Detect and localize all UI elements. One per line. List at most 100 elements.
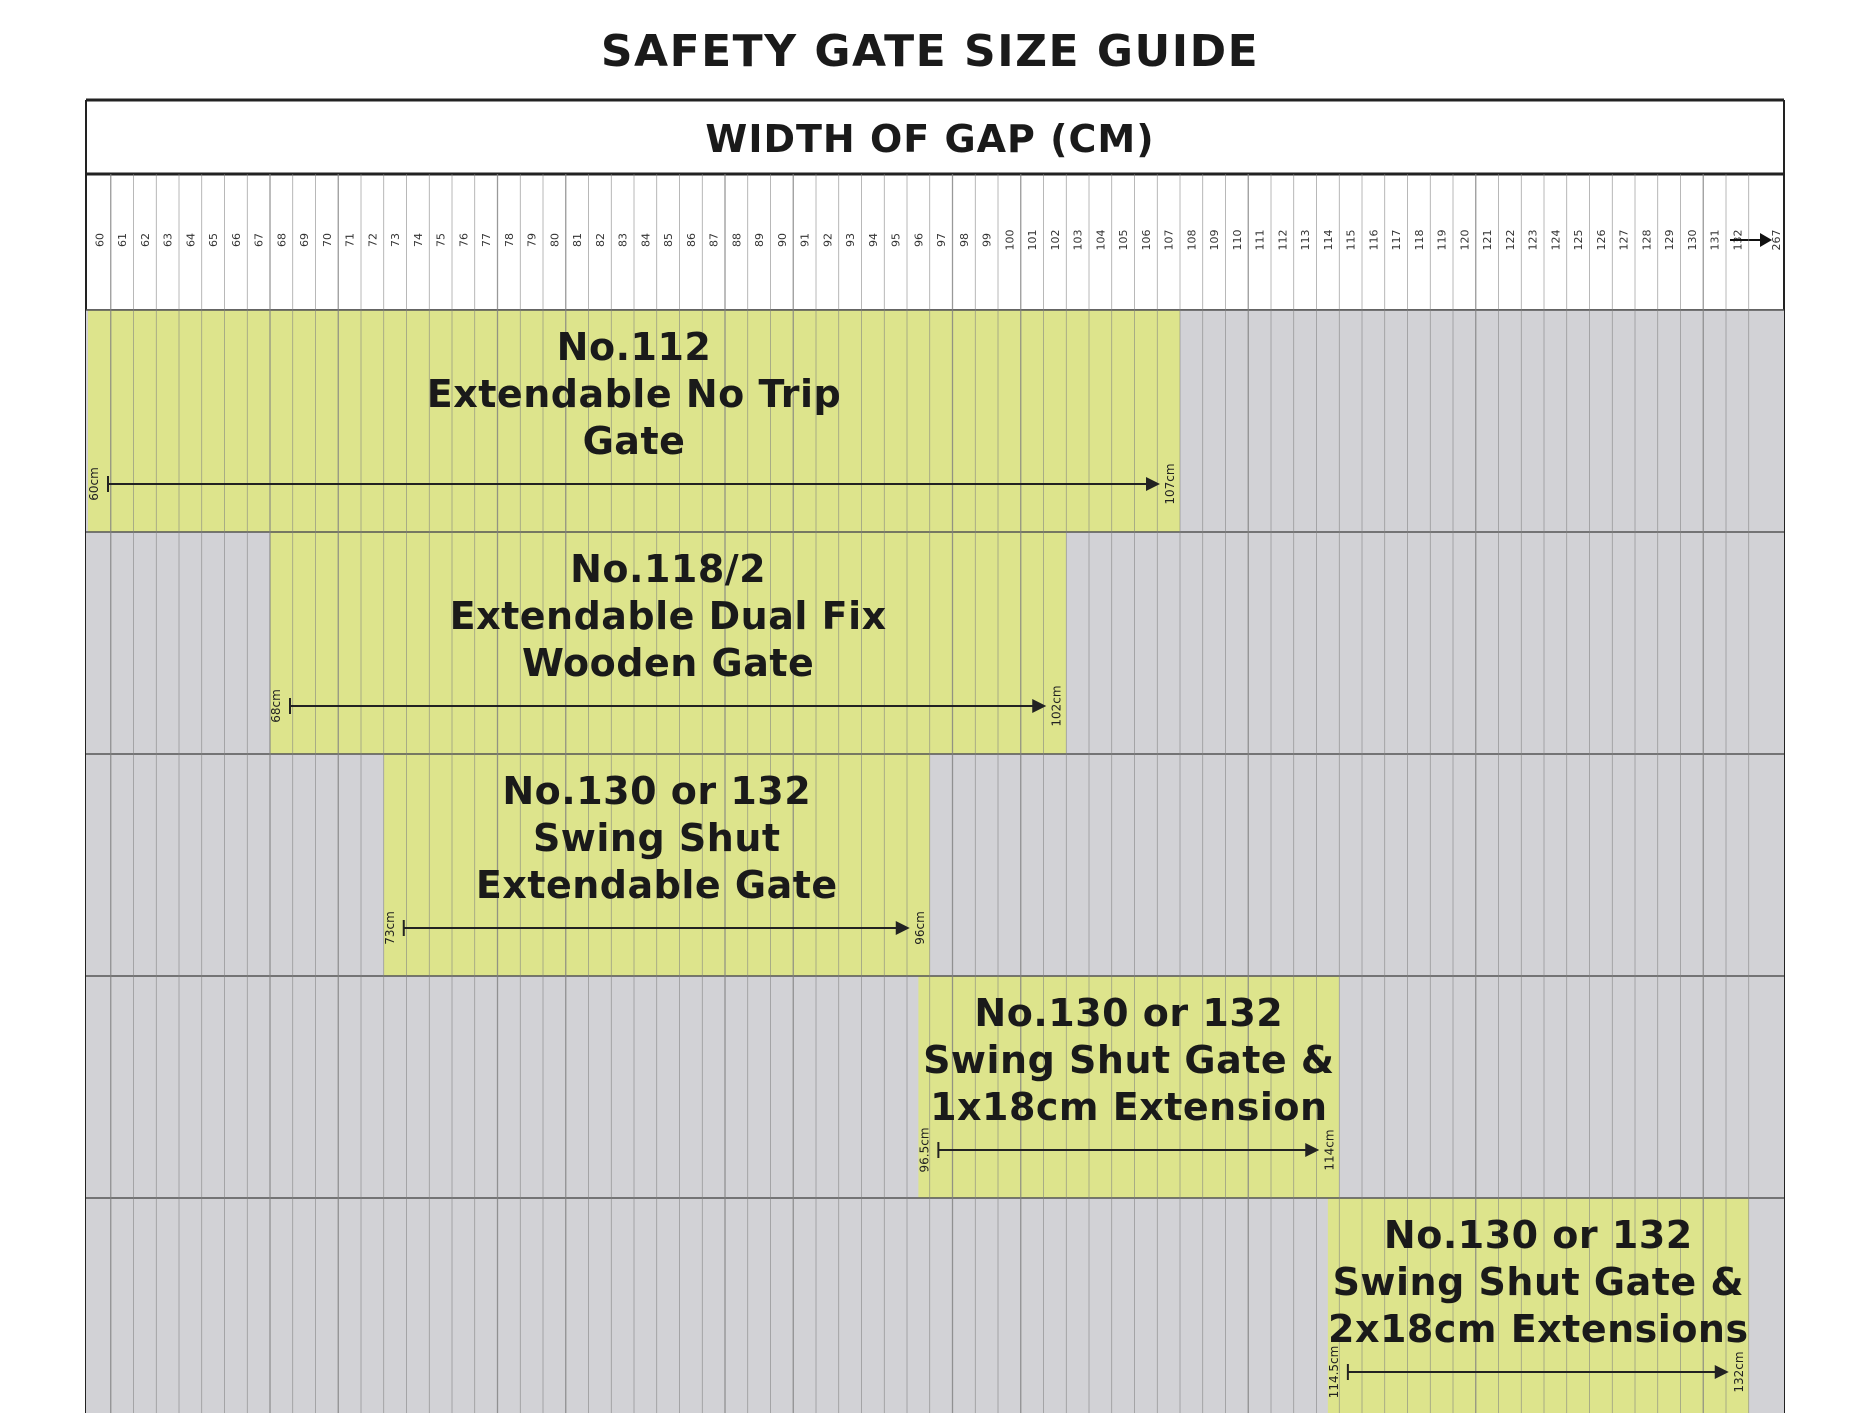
tick-label: 73	[389, 233, 402, 247]
tick-label: 97	[935, 233, 948, 247]
tick-label: 117	[1390, 230, 1403, 251]
tick-label: 129	[1663, 230, 1676, 251]
tick-label: 72	[366, 233, 379, 247]
tick-label: 69	[298, 233, 311, 247]
gate-name-line: Swing Shut Gate &	[1333, 1260, 1745, 1304]
gate-name-line: 2x18cm Extensions	[1328, 1307, 1749, 1351]
tick-label: 114	[1322, 230, 1335, 251]
tick-label: 122	[1504, 230, 1517, 251]
gate-name-line: No.130 or 132	[974, 991, 1283, 1035]
gate-name-line: Wooden Gate	[522, 641, 814, 685]
range-min-label: 114.5cm	[1327, 1346, 1341, 1399]
gate-name-line: Gate	[583, 419, 686, 463]
tick-label: 103	[1072, 230, 1085, 251]
tick-label: 94	[867, 233, 880, 247]
gate-name-line: No.130 or 132	[502, 769, 811, 813]
range-arrowhead	[1146, 477, 1160, 491]
range-arrowhead	[1714, 1365, 1729, 1379]
tick-label: 95	[890, 233, 903, 247]
gate-range-bar	[270, 532, 1067, 754]
tick-label: 107	[1163, 230, 1176, 251]
tick-label: 105	[1117, 230, 1130, 251]
tick-label: 75	[435, 233, 448, 247]
tick-arrowhead	[1760, 233, 1772, 247]
tick-label: 124	[1549, 230, 1562, 251]
range-max-label: 107cm	[1163, 463, 1177, 504]
range-arrowhead	[1305, 1143, 1320, 1157]
tick-label: 125	[1572, 230, 1585, 251]
gate-name-line: No.130 or 132	[1384, 1213, 1693, 1257]
tick-label: 80	[548, 233, 561, 247]
tick-label: 92	[821, 233, 834, 247]
tick-label: 118	[1413, 230, 1426, 251]
range-min-label: 60cm	[87, 467, 101, 501]
tick-label: 79	[526, 233, 539, 247]
tick-label: 96	[912, 233, 925, 247]
tick-label: 131	[1709, 230, 1722, 251]
tick-label: 65	[207, 233, 220, 247]
tick-label: 106	[1140, 230, 1153, 251]
tick-label: 104	[1094, 230, 1107, 251]
tick-label: 68	[275, 233, 288, 247]
tick-label: 64	[184, 233, 197, 247]
tick-label: 84	[639, 233, 652, 247]
tick-label: 108	[1185, 230, 1198, 251]
range-max-label: 114cm	[1322, 1129, 1336, 1170]
tick-label: 60	[93, 233, 106, 247]
tick-label: 102	[1049, 230, 1062, 251]
gate-range-bar	[1327, 1198, 1749, 1413]
tick-label: 67	[253, 233, 266, 247]
tick-label: 121	[1481, 230, 1494, 251]
tick-label: 81	[571, 233, 584, 247]
tick-label: 78	[503, 233, 516, 247]
gate-name-line: Extendable Gate	[476, 863, 838, 907]
tick-label: 89	[753, 233, 766, 247]
tick-label: 101	[1026, 230, 1039, 251]
tick-label: 87	[708, 233, 721, 247]
tick-label: 113	[1299, 230, 1312, 251]
column-header: WIDTH OF GAP (CM)	[705, 117, 1154, 161]
gate-name-line: Extendable Dual Fix	[450, 594, 887, 638]
tick-label: 76	[457, 233, 470, 247]
tick-label: 116	[1367, 230, 1380, 251]
tick-label: 83	[617, 233, 630, 247]
range-min-label: 68cm	[269, 689, 283, 723]
grid-lines	[110, 174, 1750, 1413]
tick-label: 123	[1527, 230, 1540, 251]
range-arrowhead	[895, 921, 910, 935]
tick-label: 93	[844, 233, 857, 247]
tick-label: 91	[799, 233, 812, 247]
range-max-label: 102cm	[1049, 685, 1063, 726]
tick-label: 126	[1595, 230, 1608, 251]
tick-label: 110	[1231, 230, 1244, 251]
tick-label: 63	[162, 233, 175, 247]
tick-label: 62	[139, 233, 152, 247]
tick-label: 99	[981, 233, 994, 247]
range-min-label: 73cm	[383, 911, 397, 945]
tick-label: 85	[662, 233, 675, 247]
tick-label: 66	[230, 233, 243, 247]
range-arrowhead	[1032, 699, 1047, 713]
chart-title: SAFETY GATE SIZE GUIDE	[601, 26, 1259, 77]
tick-label: 74	[412, 233, 425, 247]
gate-name-line: Swing Shut Gate &	[923, 1038, 1335, 1082]
tick-label: 77	[480, 233, 493, 247]
range-max-label: 132cm	[1732, 1351, 1746, 1392]
range-max-label: 96cm	[913, 911, 927, 945]
tick-label: 82	[594, 233, 607, 247]
gate-name-line: 1x18cm Extension	[930, 1085, 1327, 1129]
tick-label: 112	[1276, 230, 1289, 251]
tick-label: 120	[1458, 230, 1471, 251]
range-min-label: 96.5cm	[917, 1127, 931, 1172]
tick-label: 267	[1770, 230, 1783, 251]
tick-label: 119	[1436, 230, 1449, 251]
row-background	[86, 754, 1784, 976]
gate-name-line: Swing Shut	[533, 816, 781, 860]
tick-label: 98	[958, 233, 971, 247]
tick-label: 128	[1640, 230, 1653, 251]
tick-label: 86	[685, 233, 698, 247]
tick-label: 111	[1254, 230, 1267, 251]
tick-label: 90	[776, 233, 789, 247]
